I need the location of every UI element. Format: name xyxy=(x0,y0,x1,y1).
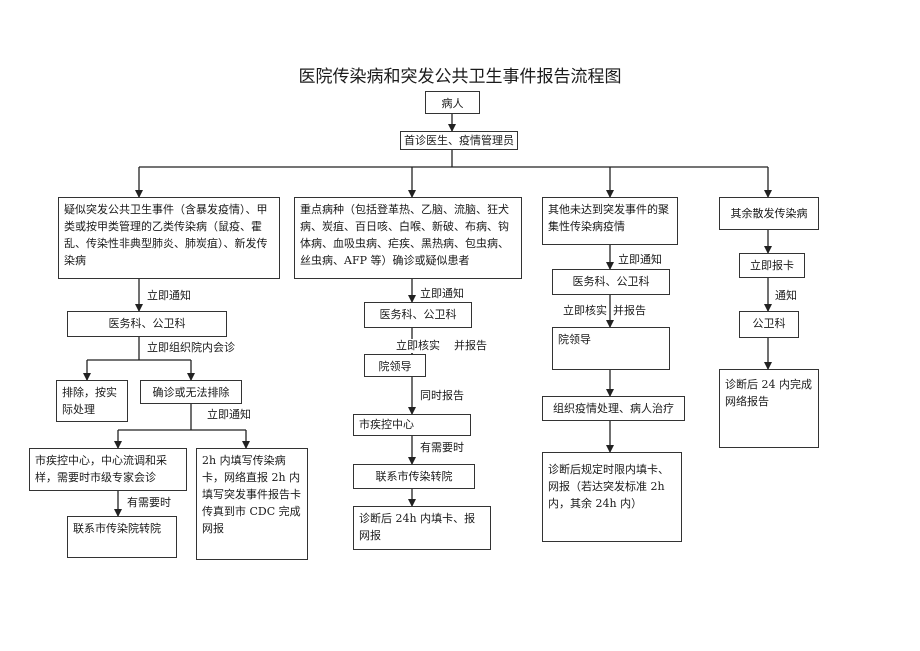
node-c1-cdc: 市疾控中心，中心流调和采样，需要时市级专家会诊 xyxy=(29,448,187,491)
node-c3-leader: 院领导 xyxy=(552,327,670,370)
label-c1-notify: 立即通知 xyxy=(146,289,192,303)
node-c4-event: 其余散发传染病 xyxy=(719,197,819,230)
node-c4-report: 诊断后 24 内完成网络报告 xyxy=(719,369,819,448)
node-c3-handle: 组织疫情处理、病人治疗 xyxy=(542,396,685,421)
node-c1-transfer: 联系市传染院转院 xyxy=(67,516,177,558)
node-first-doctor: 首诊医生、疫情管理员 xyxy=(400,131,518,150)
label-c2-report: 并报告 xyxy=(453,339,488,353)
node-c3-event: 其他未达到突发事件的聚集性传染病疫情 xyxy=(542,197,678,245)
label-c3-report: 并报告 xyxy=(612,304,647,318)
label-c3-notify: 立即通知 xyxy=(617,253,663,267)
node-c2-report: 诊断后 24h 内填卡、报网报 xyxy=(353,506,491,550)
label-c2-verify: 立即核实 xyxy=(395,339,441,353)
node-c2-transfer: 联系市传染转院 xyxy=(353,464,475,489)
node-c2-leader: 院领导 xyxy=(364,354,426,377)
node-c2-dept: 医务科、公卫科 xyxy=(364,302,472,328)
label-c2-notify: 立即通知 xyxy=(419,287,465,301)
node-c2-cdc: 市疾控中心 xyxy=(353,414,471,436)
node-c1-event: 疑似突发公共卫生事件（含暴发疫情）、甲类或按甲类管理的乙类传染病（鼠疫、霍乱、传… xyxy=(58,197,280,279)
label-c1-notify2: 立即通知 xyxy=(206,408,252,422)
label-c4-notify: 通知 xyxy=(774,289,798,303)
node-c3-report: 诊断后规定时限内填卡、网报（若达突发标准 2h 内，其余 24h 内） xyxy=(542,452,682,542)
node-c1-exclude: 排除，按实际处理 xyxy=(56,380,128,422)
node-c4-dept: 公卫科 xyxy=(739,311,799,338)
label-c1-consult: 立即组织院内会诊 xyxy=(146,341,236,355)
label-c3-verify: 立即核实 xyxy=(562,304,608,318)
node-c2-event: 重点病种（包括登革热、乙脑、流脑、狂犬病、炭疽、百日咳、白喉、新破、布病、钩体病… xyxy=(294,197,522,279)
node-c4-card: 立即报卡 xyxy=(739,253,805,278)
label-c1-needed: 有需要时 xyxy=(126,496,172,510)
label-c2-needed: 有需要时 xyxy=(419,441,465,455)
node-c3-dept: 医务科、公卫科 xyxy=(552,269,670,295)
label-c2-simul: 同时报告 xyxy=(419,389,465,403)
node-c1-confirm: 确诊或无法排除 xyxy=(140,380,242,404)
node-c1-dept: 医务科、公卫科 xyxy=(67,311,227,337)
node-c1-report: 2h 内填写传染病卡，网络直报 2h 内填写突发事件报告卡传真到市 CDC 完成… xyxy=(196,448,308,560)
node-patient: 病人 xyxy=(425,91,480,114)
chart-title: 医院传染病和突发公共卫生事件报告流程图 xyxy=(298,67,622,87)
